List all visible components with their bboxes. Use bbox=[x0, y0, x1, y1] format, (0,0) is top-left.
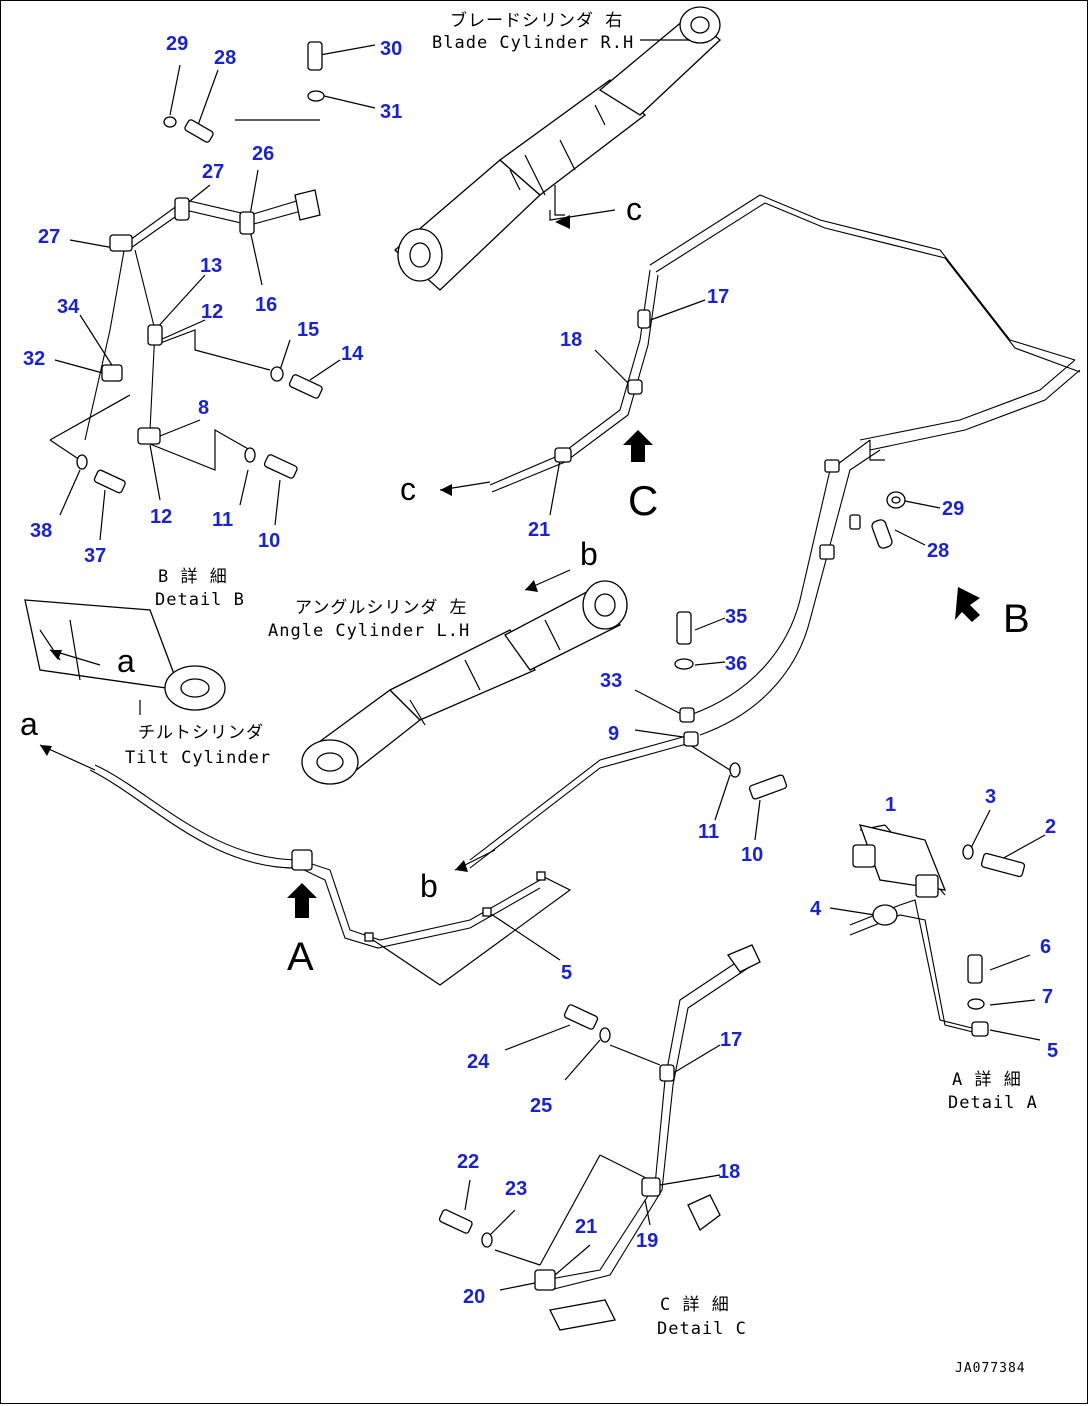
view-labels: C A B c c b b a a bbox=[20, 191, 1030, 979]
angle-cylinder bbox=[301, 580, 628, 785]
ref-c-blade: c bbox=[626, 191, 642, 227]
blade-cylinder-caption-jp: ブレードシリンダ 右 bbox=[450, 10, 623, 31]
part-number-29-b: 29 bbox=[166, 33, 188, 55]
part-number-14: 14 bbox=[341, 343, 364, 365]
detail-c-caption-en: Detail C bbox=[657, 1319, 747, 1339]
part-number-17-top: 17 bbox=[707, 286, 729, 308]
hose-lines bbox=[84, 194, 1081, 1291]
part-number-16: 16 bbox=[255, 294, 277, 316]
detail-b-caption-en: Detail B bbox=[155, 590, 245, 610]
tilt-cylinder-caption-en: Tilt Cylinder bbox=[125, 748, 271, 768]
view-label-a: A bbox=[287, 935, 314, 979]
part-number-29-right: 29 bbox=[942, 498, 964, 520]
part-numbers: 29 28 30 31 27 26 27 13 16 34 12 15 32 1… bbox=[23, 33, 1058, 1308]
leader-lines bbox=[49, 44, 1046, 1291]
ref-a-tilt: a bbox=[117, 643, 135, 679]
part-number-25: 25 bbox=[530, 1095, 552, 1117]
detail-c-caption-jp: C 詳 細 bbox=[660, 1295, 730, 1315]
part-number-11-b: 11 bbox=[212, 509, 233, 531]
detail-a-caption-jp: A 詳 細 bbox=[952, 1070, 1022, 1090]
part-number-2: 2 bbox=[1045, 816, 1056, 838]
part-number-17-detail-c: 17 bbox=[720, 1029, 742, 1051]
part-number-32: 32 bbox=[23, 348, 45, 370]
part-number-10: 10 bbox=[741, 844, 763, 866]
part-number-22: 22 bbox=[457, 1151, 479, 1173]
part-number-5: 5 bbox=[561, 962, 572, 984]
view-label-b: B bbox=[1003, 597, 1030, 641]
part-number-12-bottom: 12 bbox=[150, 506, 172, 528]
drawing-code: JA077384 bbox=[955, 1361, 1026, 1376]
part-number-20: 20 bbox=[463, 1286, 485, 1308]
part-number-18-detail-c: 18 bbox=[718, 1161, 740, 1183]
angle-cylinder-caption-jp: アングルシリンダ 左 bbox=[295, 598, 468, 618]
part-number-28-b: 28 bbox=[214, 47, 236, 69]
part-number-37: 37 bbox=[84, 545, 106, 567]
part-number-27-top: 27 bbox=[202, 161, 224, 183]
part-number-15: 15 bbox=[297, 319, 319, 341]
blade-cylinder-caption-en: Blade Cylinder R.H bbox=[432, 33, 634, 53]
detail-a-caption-en: Detail A bbox=[948, 1093, 1038, 1113]
part-number-12-top: 12 bbox=[201, 301, 223, 323]
fittings-and-bolts bbox=[39, 41, 1026, 1331]
part-number-21-detail-c: 21 bbox=[575, 1216, 597, 1238]
part-number-31: 31 bbox=[380, 101, 402, 123]
angle-cylinder-caption-en: Angle Cylinder L.H bbox=[268, 621, 470, 641]
part-number-18-top: 18 bbox=[560, 329, 582, 351]
captions: ブレードシリンダ 右 Blade Cylinder R.H アングルシリンダ 左… bbox=[125, 10, 1038, 1376]
part-number-11: 11 bbox=[698, 821, 719, 843]
part-number-34: 34 bbox=[57, 296, 80, 318]
part-number-28-right: 28 bbox=[927, 540, 949, 562]
part-number-19: 19 bbox=[636, 1230, 658, 1252]
part-number-5-detail-a: 5 bbox=[1047, 1040, 1058, 1062]
part-number-38: 38 bbox=[30, 520, 52, 542]
part-number-27-left: 27 bbox=[38, 226, 60, 248]
part-number-9: 9 bbox=[608, 723, 619, 745]
part-number-1: 1 bbox=[885, 794, 896, 816]
part-number-35: 35 bbox=[725, 606, 747, 628]
ref-a-line: a bbox=[20, 706, 38, 742]
part-number-8: 8 bbox=[198, 397, 209, 419]
part-number-24: 24 bbox=[467, 1051, 490, 1073]
part-number-33: 33 bbox=[600, 670, 622, 692]
part-number-30: 30 bbox=[380, 38, 402, 60]
part-number-3: 3 bbox=[985, 786, 996, 808]
part-number-13: 13 bbox=[200, 255, 222, 277]
blade-cylinder bbox=[394, 6, 721, 291]
part-number-6: 6 bbox=[1040, 936, 1051, 958]
tilt-cylinder bbox=[24, 599, 226, 715]
view-label-c: C bbox=[628, 477, 658, 524]
part-number-4: 4 bbox=[810, 898, 822, 920]
part-number-10-b: 10 bbox=[258, 530, 280, 552]
part-number-7: 7 bbox=[1042, 986, 1053, 1008]
part-number-36: 36 bbox=[725, 653, 747, 675]
part-number-21-top: 21 bbox=[528, 519, 550, 541]
tilt-cylinder-caption-jp: チルトシリンダ bbox=[138, 723, 264, 743]
ref-b-line: b bbox=[420, 868, 438, 904]
part-number-26: 26 bbox=[252, 143, 274, 165]
ref-c-line: c bbox=[400, 471, 416, 507]
part-number-23: 23 bbox=[505, 1178, 527, 1200]
detail-b-caption-jp: B 詳 細 bbox=[158, 567, 228, 587]
ref-b-angle: b bbox=[580, 536, 598, 572]
